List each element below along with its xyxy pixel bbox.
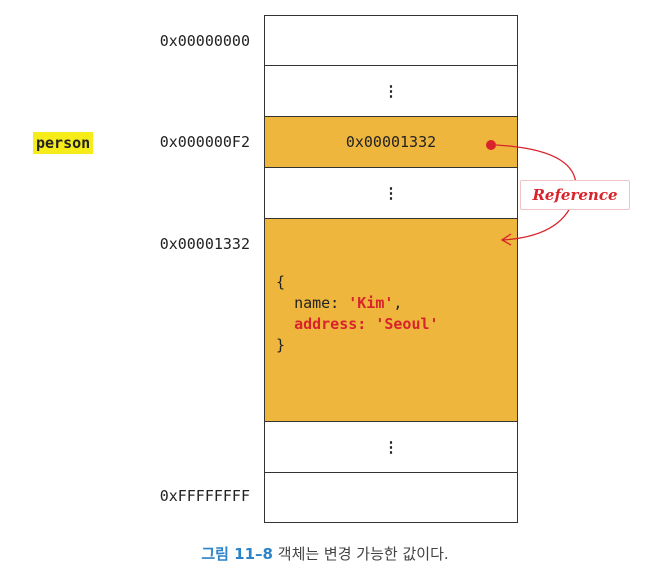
close-brace: } xyxy=(276,336,286,354)
variable-name-label: person xyxy=(33,132,94,154)
ellipsis-glyph: ⋮ xyxy=(383,437,399,456)
figure-caption-text: 객체는 변경 가능한 값이다. xyxy=(277,545,449,563)
object-literal: { name: 'Kim', address: 'Seoul' } xyxy=(276,272,439,356)
memory-cell-last xyxy=(264,472,518,523)
memory-cell-gap-3: ⋮ xyxy=(264,421,518,473)
reference-arrowhead xyxy=(500,233,512,246)
address-label-person: 0x000000F2 xyxy=(159,133,250,151)
address-label-object: 0x00001332 xyxy=(159,235,250,253)
figure-caption: 그림 11–8 객체는 변경 가능한 값이다. xyxy=(0,543,650,564)
address-property: address: 'Seoul' xyxy=(294,315,439,333)
memory-cell-object xyxy=(264,218,518,422)
reference-origin-dot xyxy=(486,140,496,150)
ellipsis-glyph: ⋮ xyxy=(383,81,399,100)
person-cell-value: 0x00001332 xyxy=(345,133,437,151)
address-label-first: 0x00000000 xyxy=(159,32,250,50)
open-brace: { xyxy=(276,273,286,291)
reference-label: Reference xyxy=(520,180,630,210)
name-comma: , xyxy=(393,294,403,312)
memory-cell-person: 0x00001332 xyxy=(264,116,518,168)
name-key: name: xyxy=(294,294,349,312)
name-value: 'Kim' xyxy=(348,294,394,312)
figure-number: 그림 11–8 xyxy=(201,545,273,563)
ellipsis-glyph: ⋮ xyxy=(383,183,399,202)
address-label-last: 0xFFFFFFFF xyxy=(159,487,250,505)
